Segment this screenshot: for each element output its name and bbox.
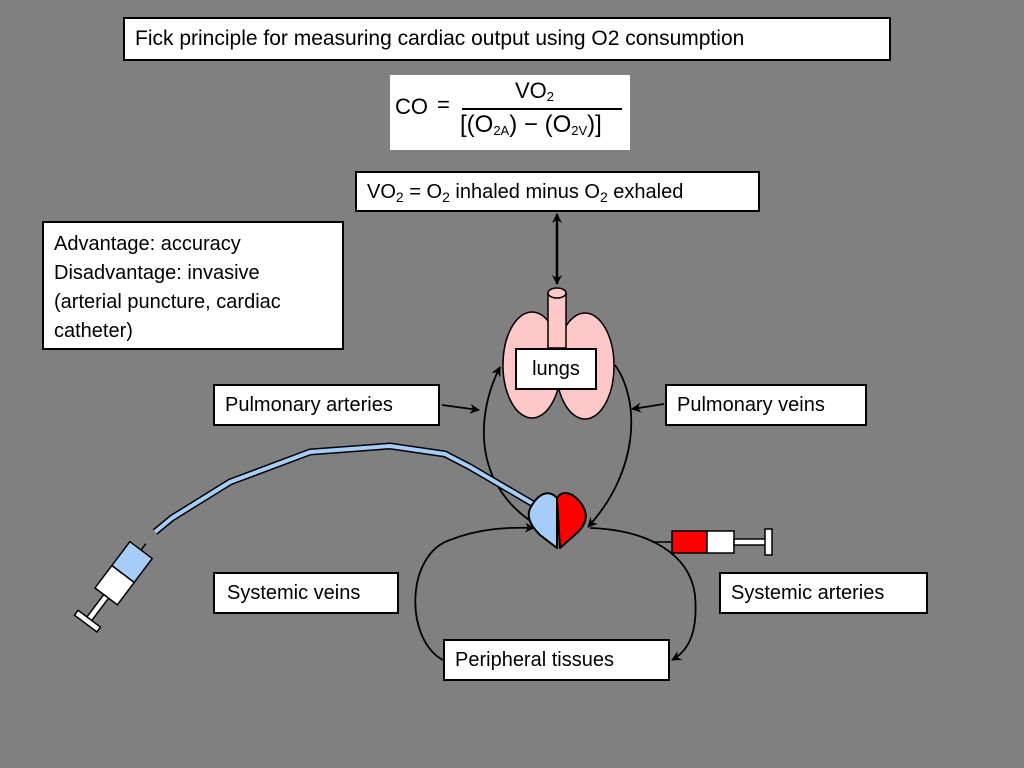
systemic-veins-text: Systemic veins: [227, 582, 361, 604]
vo2-sub1: 2: [395, 189, 404, 205]
fick-formula: CO = VO2 [(O2A) − (O2V)]: [390, 75, 630, 150]
advantages-note: Advantage: accuracy Disadvantage: invasi…: [42, 221, 344, 350]
vo2-part1: VO: [367, 181, 396, 203]
fraction-bar: [462, 108, 622, 110]
formula-lhs: CO: [395, 94, 428, 119]
formula-denominator: [(O2A) − (O2V)]: [460, 111, 602, 138]
disadvantage-line: Disadvantage: invasive: [54, 262, 260, 284]
arterial-syringe-icon: [652, 528, 773, 556]
pulmonary-veins-pointer: [631, 402, 665, 413]
pulmonary-artery-flow-arrow: [482, 366, 533, 523]
vo2-part2: = O: [403, 181, 443, 203]
pulmonary-vein-flow-arrow: [587, 364, 633, 528]
page-title: Fick principle for measuring cardiac out…: [123, 17, 891, 61]
heart-left-side-arterial: [556, 492, 587, 549]
venous-syringe-icon: [73, 540, 154, 633]
pulmonary-arteries-text: Pulmonary arteries: [225, 394, 393, 416]
systemic-artery-flow-arrow: [589, 527, 697, 661]
pulmonary-arteries-pointer: [441, 403, 480, 414]
denominator-open: [(O: [460, 111, 494, 138]
systemic-veins-label: Systemic veins: [213, 572, 399, 614]
venous-subscript: 2V: [571, 123, 588, 138]
trachea: [547, 292, 567, 349]
pulmonary-veins-text: Pulmonary veins: [677, 394, 825, 416]
vo2-part3: inhaled minus O: [449, 181, 600, 203]
disadvantage-detail-line-2: catheter): [54, 320, 133, 342]
pulmonary-veins-label: Pulmonary veins: [665, 384, 867, 426]
peripheral-tissues-text: Peripheral tissues: [455, 649, 614, 671]
denominator-minus: ) − (O: [509, 111, 572, 138]
vo2-sub3: 2: [599, 189, 608, 205]
vo2-part4: exhaled: [607, 181, 684, 203]
vo2-sub2: 2: [442, 189, 450, 205]
systemic-vein-flow-arrow: [414, 522, 535, 661]
pulmonary-arteries-label: Pulmonary arteries: [213, 384, 440, 426]
arterial-subscript: 2A: [493, 123, 510, 138]
cardiac-catheter: [152, 442, 537, 535]
advantage-line: Advantage: accuracy: [54, 233, 241, 255]
title-text: Fick principle for measuring cardiac out…: [135, 27, 745, 50]
denominator-close: )]: [587, 111, 602, 138]
disadvantage-detail-line: (arterial puncture, cardiac: [54, 291, 281, 313]
formula-numerator: VO2: [515, 78, 555, 104]
trachea-top: [547, 287, 567, 299]
lungs-label-text: lungs: [532, 358, 580, 380]
numerator-text: VO: [515, 78, 547, 103]
vo2-definition: VO2 = O2 inhaled minus O2 exhaled: [355, 171, 760, 212]
formula-equals: =: [437, 92, 450, 117]
heart-right-side-venous: [527, 492, 558, 549]
systemic-arteries-text: Systemic arteries: [731, 582, 885, 604]
numerator-subscript: 2: [546, 89, 555, 104]
peripheral-tissues-label: Peripheral tissues: [443, 639, 670, 681]
heart-icon: [527, 492, 587, 549]
lungs-label: lungs: [515, 348, 597, 390]
systemic-arteries-label: Systemic arteries: [719, 572, 928, 614]
